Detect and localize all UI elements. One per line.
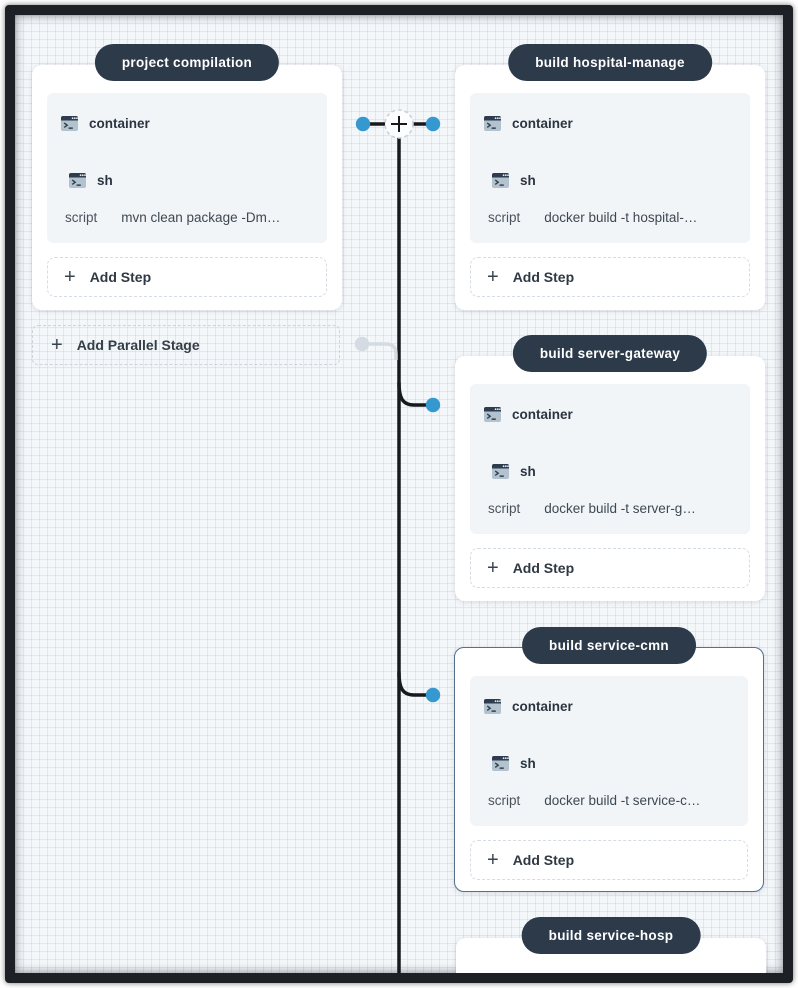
step-sh-label: sh [97,173,113,188]
placeholder-connector-line [369,342,398,360]
branch-connector-server-gateway [397,381,429,407]
add-step-button[interactable]: + Add Step [470,257,750,297]
stage-card-build-server-gateway: build server-gateway container sh script… [455,335,765,601]
terminal-icon [492,756,509,771]
steps-panel: container sh script docker build -t servi… [470,676,748,826]
step-script-row[interactable]: script docker build -t hospital-… [488,210,736,225]
steps-panel: container sh script mvn clean package -Dm… [47,93,327,243]
terminal-icon [61,116,78,131]
add-parallel-stage-button[interactable]: + Add Parallel Stage [32,325,340,365]
step-sh[interactable]: sh [69,173,313,188]
script-key: script [65,210,98,225]
plus-icon: + [487,557,499,579]
script-value: mvn clean package -Dm… [121,210,281,225]
step-sh-label: sh [520,173,536,188]
plus-icon: + [487,849,499,871]
add-step-button[interactable]: + Add Step [470,548,750,588]
pipeline-editor-canvas: project compilation container sh script m… [15,15,783,973]
terminal-icon [484,699,501,714]
placeholder-connector-dot [354,336,370,352]
add-step-label: Add Step [89,269,152,285]
add-parallel-stage-label: Add Parallel Stage [76,337,200,353]
stage-name: build hospital-manage [535,55,685,70]
pipeline-connectors [354,109,441,973]
plus-icon: + [51,334,63,356]
step-script-row[interactable]: script mvn clean package -Dm… [65,210,313,225]
script-value: docker build -t service-c… [544,793,701,808]
stage-name-pill[interactable]: build service-cmn [522,627,696,664]
step-container-label: container [512,407,573,422]
step-container[interactable]: container [484,699,734,714]
step-container[interactable]: container [484,116,736,131]
branch-connector-service-cmn [397,671,429,697]
add-stage-plus-node[interactable] [384,109,414,139]
stage-name: build service-cmn [549,638,669,653]
step-sh[interactable]: sh [492,173,736,188]
stage-card-build-hospital-manage: build hospital-manage container sh scrip… [455,44,765,310]
step-container[interactable]: container [484,407,736,422]
stage-name-pill[interactable]: build service-hosp [521,917,701,954]
step-sh-label: sh [520,464,536,479]
script-key: script [488,210,521,225]
stage-card-build-service-hosp: build service-hosp [456,917,766,973]
plus-icon: + [64,266,76,288]
stage-name-pill[interactable]: build server-gateway [512,335,708,372]
connector-dot-service-cmn [425,687,441,703]
terminal-icon [484,407,501,422]
connector-dot-left [355,116,371,132]
connector-dot-server-gateway [425,397,441,413]
stage-card-project-compilation: project compilation container sh script m… [32,44,342,310]
add-step-button[interactable]: + Add Step [47,257,327,297]
step-sh[interactable]: sh [492,464,736,479]
terminal-icon [484,116,501,131]
stage-name: project compilation [121,55,253,70]
add-step-label: Add Step [512,269,575,285]
script-key: script [488,793,521,808]
terminal-icon [69,173,86,188]
stage-card-build-service-cmn: build service-cmn container sh script doc… [454,627,764,892]
step-container-label: container [512,116,573,131]
step-script-row[interactable]: script docker build -t service-c… [488,793,734,808]
stage-name: build service-hosp [548,928,674,943]
stage-name-pill[interactable]: project compilation [94,44,280,81]
steps-panel: container sh script docker build -t hospi… [470,93,750,243]
stage-name-pill[interactable]: build hospital-manage [508,44,712,81]
plus-icon: + [487,266,499,288]
stage-name: build server-gateway [539,346,681,361]
step-container-label: container [89,116,150,131]
script-value: docker build -t hospital-… [544,210,698,225]
step-sh-label: sh [520,756,536,771]
step-container-label: container [512,699,573,714]
step-sh[interactable]: sh [492,756,734,771]
add-step-button[interactable]: + Add Step [470,840,748,880]
script-value: docker build -t server-g… [544,501,696,516]
add-step-label: Add Step [512,560,575,576]
terminal-icon [492,464,509,479]
step-container[interactable]: container [61,116,313,131]
script-key: script [488,501,521,516]
window-frame: project compilation container sh script m… [5,5,793,983]
step-script-row[interactable]: script docker build -t server-g… [488,501,736,516]
add-step-label: Add Step [512,852,575,868]
terminal-icon [492,173,509,188]
connector-dot-right [425,116,441,132]
steps-panel: container sh script docker build -t serve… [470,384,750,534]
